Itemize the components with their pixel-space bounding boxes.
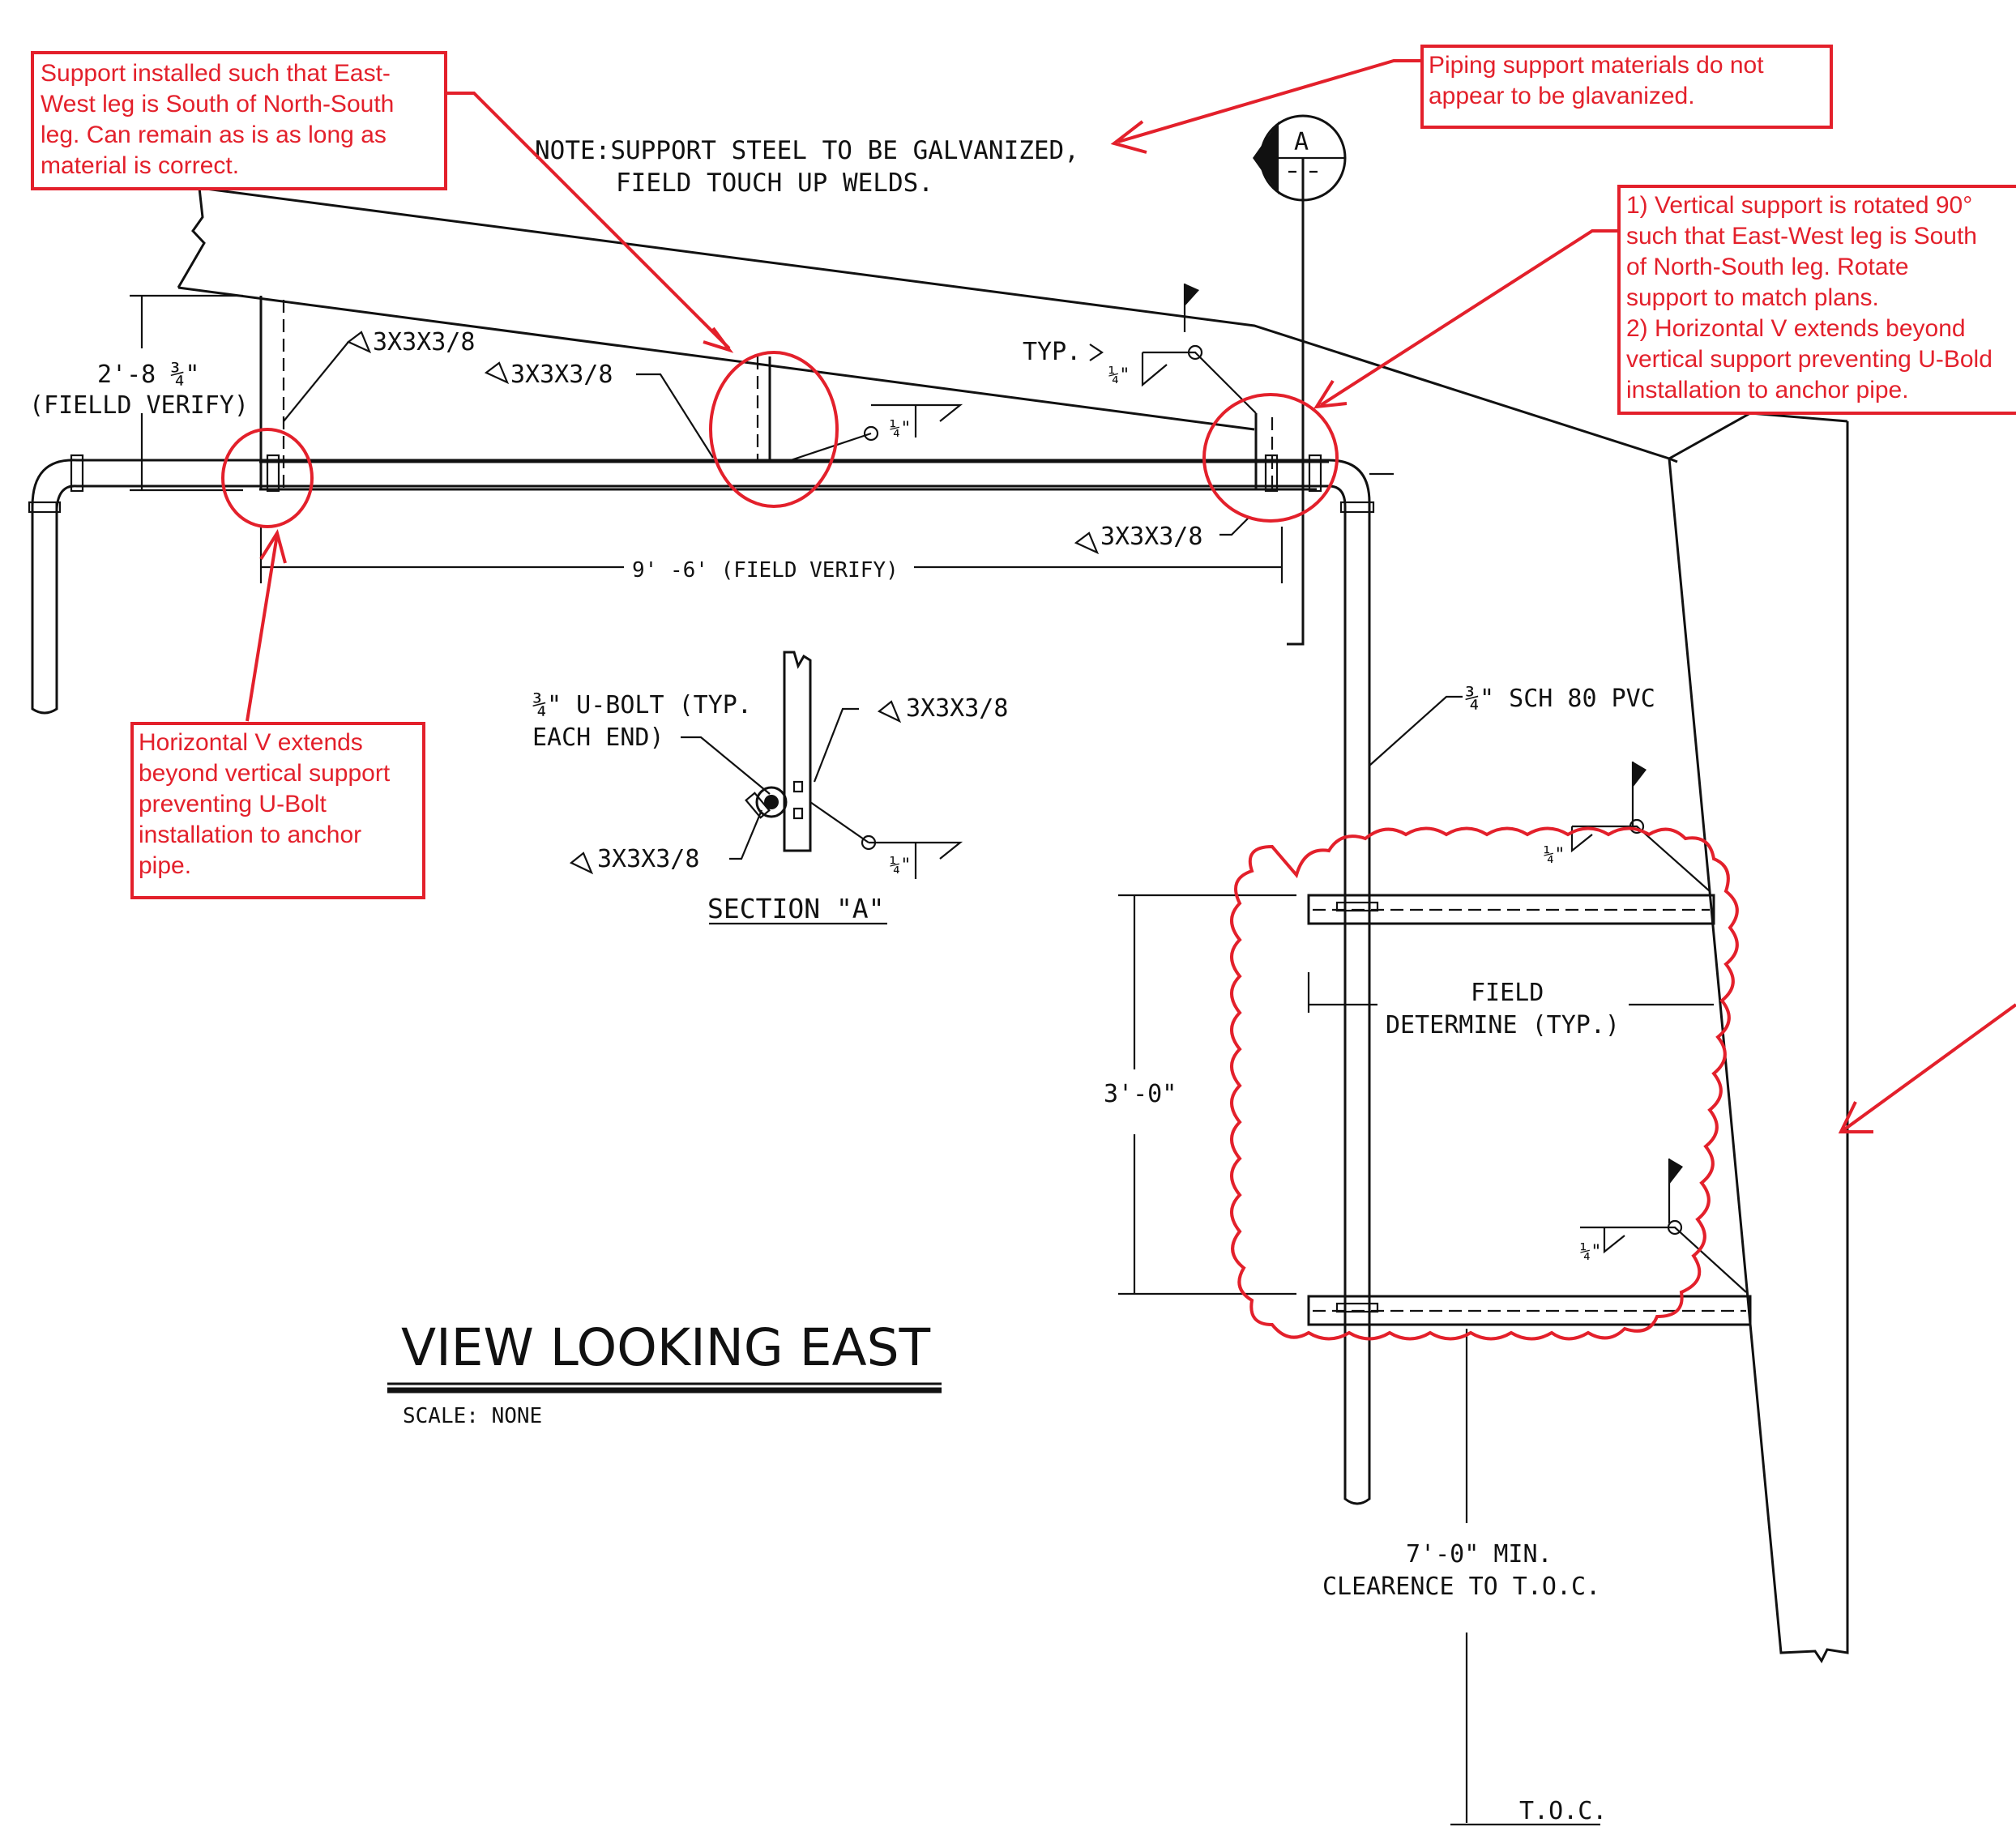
- comment-4-line-5: pipe.: [139, 852, 191, 879]
- comment-3-line-2: such that East-West leg is South: [1626, 223, 1977, 250]
- view-title: VIEW LOOKING EAST: [401, 1318, 931, 1377]
- angle-callout-2: 3X3X3/8: [510, 361, 613, 389]
- dim-span: 9' -6' (FIELD VERIFY): [632, 558, 899, 583]
- section-marker-a: [1253, 114, 1347, 202]
- section-a-title: SECTION "A": [707, 893, 885, 924]
- weld-callouts-top: [283, 331, 1257, 555]
- comment-2-line-1: Piping support materials do not: [1429, 52, 1764, 79]
- review-comment-2: Piping support materials do not appear t…: [1420, 45, 1833, 129]
- comment-1-line-3: leg. Can remain as is as long as: [41, 122, 387, 148]
- clearance-2: CLEARENCE TO T.O.C.: [1322, 1573, 1600, 1601]
- comment-3-line-6: vertical support preventing U-Bold: [1626, 346, 1993, 373]
- dim-height-top-note: (FIELLD VERIFY): [29, 391, 249, 420]
- weld-size-5: ¼": [1580, 1242, 1602, 1262]
- review-comment-4: Horizontal V extends beyond vertical sup…: [130, 722, 425, 899]
- comment-3-line-7: installation to anchor pipe.: [1626, 377, 1909, 403]
- comment-3-line-1: 1) Vertical support is rotated 90°: [1626, 192, 1972, 219]
- weld-size-4: ¼": [1544, 845, 1565, 865]
- comment-4-line-1: Horizontal V extends: [139, 729, 363, 756]
- note-line-2: FIELD TOUCH UP WELDS.: [616, 169, 933, 198]
- ubolt-label-1: ¾" U-BOLT (TYP.: [532, 691, 752, 719]
- ubolt-label-2: EACH END): [532, 723, 664, 752]
- comment-1-line-1: Support installed such that East-: [41, 60, 391, 87]
- comment-3-line-5: 2) Horizontal V extends beyond: [1626, 315, 1966, 342]
- comment-4-line-2: beyond vertical support: [139, 760, 391, 787]
- comment-1-line-4: material is correct.: [41, 152, 239, 179]
- scale-label: SCALE: NONE: [403, 1404, 542, 1428]
- lower-supports: [1118, 695, 1752, 1826]
- review-comment-1: Support installed such that East- West l…: [31, 51, 447, 190]
- top-pipe-run: [28, 296, 1394, 1505]
- angle-callout-1: 3X3X3/8: [373, 328, 475, 356]
- field-determine-2: DETERMINE (TYP.): [1386, 1011, 1620, 1039]
- comment-2-line-2: appear to be glavanized.: [1429, 83, 1695, 109]
- note-line-1: NOTE:SUPPORT STEEL TO BE GALVANIZED,: [535, 136, 1079, 165]
- comment-3-line-3: of North-South leg. Rotate: [1626, 254, 1909, 280]
- section-marker-letter: A: [1294, 128, 1309, 156]
- comment-1-line-2: West leg is South of North-South: [41, 91, 394, 117]
- dim-height-top: 2'-8 ¾": [97, 361, 199, 389]
- angle-callout-sec-1: 3X3X3/8: [906, 694, 1008, 723]
- comment-3-line-4: support to match plans.: [1626, 284, 1879, 311]
- top-dimensions: [130, 294, 1283, 583]
- comment-4-line-3: preventing U-Bolt: [139, 791, 327, 817]
- pvc-label: ¾" SCH 80 PVC: [1465, 685, 1655, 713]
- toc-label: T.O.C.: [1519, 1797, 1607, 1825]
- dim-3ft: 3'-0": [1104, 1080, 1177, 1108]
- angle-callout-3: 3X3X3/8: [1100, 523, 1202, 551]
- review-comment-3: 1) Vertical support is rotated 90° such …: [1617, 185, 2016, 415]
- typ-label: TYP.: [1023, 338, 1081, 366]
- section-a-detail: [569, 651, 963, 925]
- comment-4-line-4: installation to anchor: [139, 822, 361, 848]
- weld-size-1: ¼": [1108, 365, 1130, 386]
- weld-size-2: ¼": [890, 419, 912, 439]
- red-markup: [221, 59, 2016, 1341]
- clearance-1: 7'-0" MIN.: [1406, 1540, 1553, 1569]
- field-determine-1: FIELD: [1471, 979, 1544, 1007]
- angle-callout-sec-2: 3X3X3/8: [597, 845, 699, 873]
- weld-size-3: ¼": [890, 856, 912, 876]
